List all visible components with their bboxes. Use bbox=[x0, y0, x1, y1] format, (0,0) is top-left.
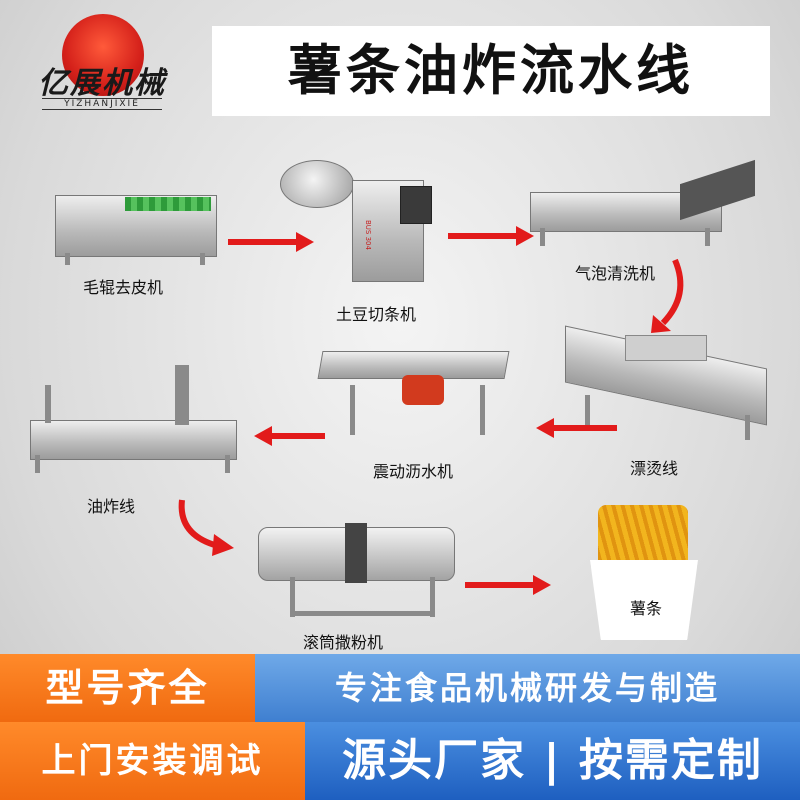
flow-arrow-curved bbox=[178, 499, 234, 556]
flow-arrow-left bbox=[254, 426, 325, 446]
machine-label: 毛辊去皮机 bbox=[83, 278, 164, 297]
flow-arrow-right bbox=[448, 226, 534, 246]
footer-slogan-bg bbox=[255, 654, 800, 722]
flow-arrow-right bbox=[465, 575, 551, 595]
machine-label: 土豆切条机 bbox=[336, 305, 417, 324]
brand-name-cn: 亿展机械 bbox=[38, 66, 166, 101]
footer-tag-models: 型号齐全 bbox=[45, 666, 210, 710]
machine-label: 油炸线 bbox=[87, 497, 136, 516]
footer-tag-bg bbox=[0, 654, 255, 722]
machine-label: 气泡清洗机 bbox=[575, 264, 656, 283]
machine-label: 漂烫线 bbox=[630, 459, 679, 478]
washer-machine bbox=[530, 159, 760, 250]
footer-slogan-bg bbox=[305, 722, 800, 800]
fryer-machine bbox=[25, 365, 245, 475]
brand-logo: 亿展机械 YIZHANJIXIE bbox=[22, 14, 182, 114]
brand-name-en: YIZHANJIXIE bbox=[42, 98, 162, 110]
machine-label: 滚筒撒粉机 bbox=[303, 633, 384, 652]
sun-emblem-icon bbox=[62, 14, 144, 96]
footer-slogan-source: 源头厂家 | 按需定制 bbox=[342, 735, 763, 786]
machine-label: 震动沥水机 bbox=[373, 462, 454, 481]
flow-arrow-left bbox=[536, 418, 617, 438]
vibrator-machine bbox=[317, 345, 510, 440]
flow-arrow-right bbox=[228, 232, 314, 252]
peeler-machine bbox=[55, 185, 217, 265]
footer-tag-installation: 上门安装调试 bbox=[41, 741, 264, 781]
machine-label: 薯条 bbox=[630, 599, 663, 618]
footer-tag-bg bbox=[0, 722, 305, 800]
seasoning-drum-machine bbox=[250, 515, 460, 620]
page-title: 薯条油炸流水线 bbox=[288, 39, 694, 102]
material-tag: BUS 304 bbox=[364, 220, 372, 250]
flow-arrow-curved bbox=[651, 258, 684, 333]
footer-slogan-focus: 专注食品机械研发与制造 bbox=[334, 669, 720, 707]
blancher-machine bbox=[565, 325, 770, 440]
fries-product bbox=[580, 505, 710, 645]
title-panel bbox=[212, 26, 770, 116]
cutter-machine: BUS 304 bbox=[280, 160, 450, 285]
